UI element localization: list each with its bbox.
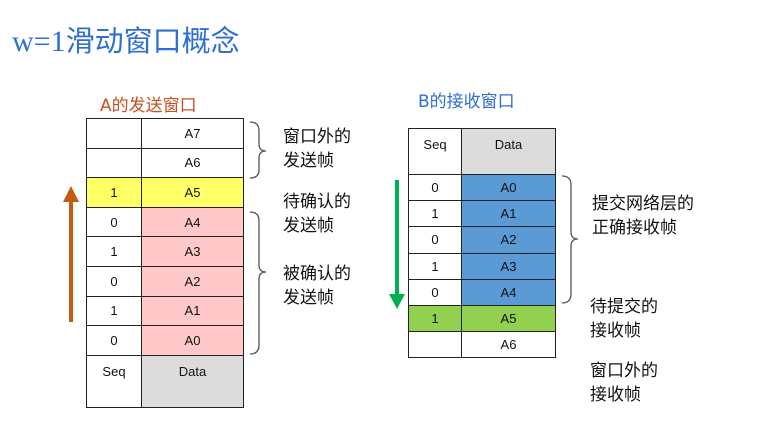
receiver-data-cell: A5 — [461, 304, 556, 333]
sender-data-cell: A1 — [141, 295, 244, 327]
sender-seq-cell: 1 — [86, 177, 142, 208]
receiver-seq-cell: 1 — [408, 200, 462, 228]
receiver-data-cell: A3 — [461, 252, 556, 280]
receiver-data-cell: A2 — [461, 226, 556, 254]
label-line: 接收帧 — [590, 385, 641, 405]
label-line: 发送帧 — [283, 288, 334, 308]
sender-row-acked: 1 A3 — [86, 236, 244, 267]
down-arrow-icon — [389, 180, 405, 309]
receiver-data-cell: A6 — [461, 331, 556, 359]
title-window-size: w=1 — [12, 25, 66, 58]
label-line: 窗口外的 — [590, 361, 658, 381]
label-line: 发送帧 — [283, 151, 334, 171]
receiver-window-caption: B的接收窗口 — [418, 92, 515, 112]
sender-data-cell: A3 — [141, 236, 244, 267]
page-title: w=1滑动窗口概念 — [12, 18, 240, 60]
receiver-seq-cell: 0 — [408, 278, 462, 306]
sender-data-cell: A5 — [141, 177, 244, 208]
sender-window-table: A7 A6 1 A5 0 A4 1 A3 0 A2 1 A1 0 A0 Seq … — [86, 118, 244, 408]
sender-acked-label: 被确认的 发送帧 — [283, 262, 351, 310]
receiver-header-row: Seq Data — [408, 128, 556, 175]
label-line: 窗口外的 — [283, 127, 351, 147]
receiver-window-table: Seq Data 0 A0 1 A1 0 A2 1 A3 0 A4 1 A5 A… — [408, 128, 556, 359]
label-line: 提交网络层的 — [592, 194, 694, 214]
receiver-seq-header: Seq — [408, 128, 462, 175]
label-line: 接收帧 — [590, 321, 641, 341]
sender-row-waiting: 1 A5 — [86, 177, 244, 208]
sender-data-cell: A6 — [141, 147, 244, 179]
receiver-row-delivered: 0 A0 — [408, 173, 556, 202]
receiver-data-cell: A4 — [461, 278, 556, 306]
receiver-row-pending: 1 A5 — [408, 304, 556, 333]
receiver-data-header: Data — [461, 128, 556, 175]
sender-row-acked: 1 A1 — [86, 295, 244, 327]
receiver-row-delivered: 1 A1 — [408, 200, 556, 228]
sender-data-cell: A2 — [141, 265, 244, 297]
label-line: 待提交的 — [590, 297, 658, 317]
sender-data-cell: A0 — [141, 325, 244, 356]
receiver-data-cell: A1 — [461, 200, 556, 228]
sender-data-header: Data — [141, 354, 244, 408]
sender-seq-cell: 1 — [86, 295, 142, 327]
sender-row-acked: 0 A2 — [86, 265, 244, 297]
sender-row: A6 — [86, 147, 244, 179]
sender-header-row: Seq Data — [86, 354, 244, 408]
receiver-delivered-label: 提交网络层的 正确接收帧 — [592, 192, 694, 240]
sender-waiting-label: 待确认的 发送帧 — [283, 190, 351, 238]
sender-row-acked: 0 A0 — [86, 325, 244, 356]
brace-receiver-delivered — [561, 175, 579, 304]
receiver-outside-label: 窗口外的 接收帧 — [590, 359, 658, 407]
label-line: 被确认的 — [283, 264, 351, 284]
sender-window-caption: A的发送窗口 — [100, 96, 197, 116]
sender-seq-header: Seq — [86, 354, 142, 408]
receiver-data-cell: A0 — [461, 173, 556, 202]
sender-data-cell: A7 — [141, 118, 244, 149]
sender-data-cell: A4 — [141, 206, 244, 238]
receiver-seq-cell — [408, 331, 462, 359]
title-text: 滑动窗口概念 — [65, 24, 240, 58]
receiver-row-delivered: 1 A3 — [408, 252, 556, 280]
sender-outside-label: 窗口外的 发送帧 — [283, 125, 351, 173]
label-line: 待确认的 — [283, 192, 351, 212]
label-line: 发送帧 — [283, 216, 334, 236]
receiver-row-delivered: 0 A2 — [408, 226, 556, 254]
label-line: 正确接收帧 — [592, 218, 677, 238]
receiver-pending-label: 待提交的 接收帧 — [590, 295, 658, 343]
up-arrow-icon — [63, 186, 79, 322]
brace-sender-acked — [249, 211, 267, 355]
sender-row-acked: 0 A4 — [86, 206, 244, 238]
receiver-row-delivered: 0 A4 — [408, 278, 556, 306]
receiver-row-outside: A6 — [408, 331, 556, 359]
brace-sender-outside — [249, 121, 267, 179]
